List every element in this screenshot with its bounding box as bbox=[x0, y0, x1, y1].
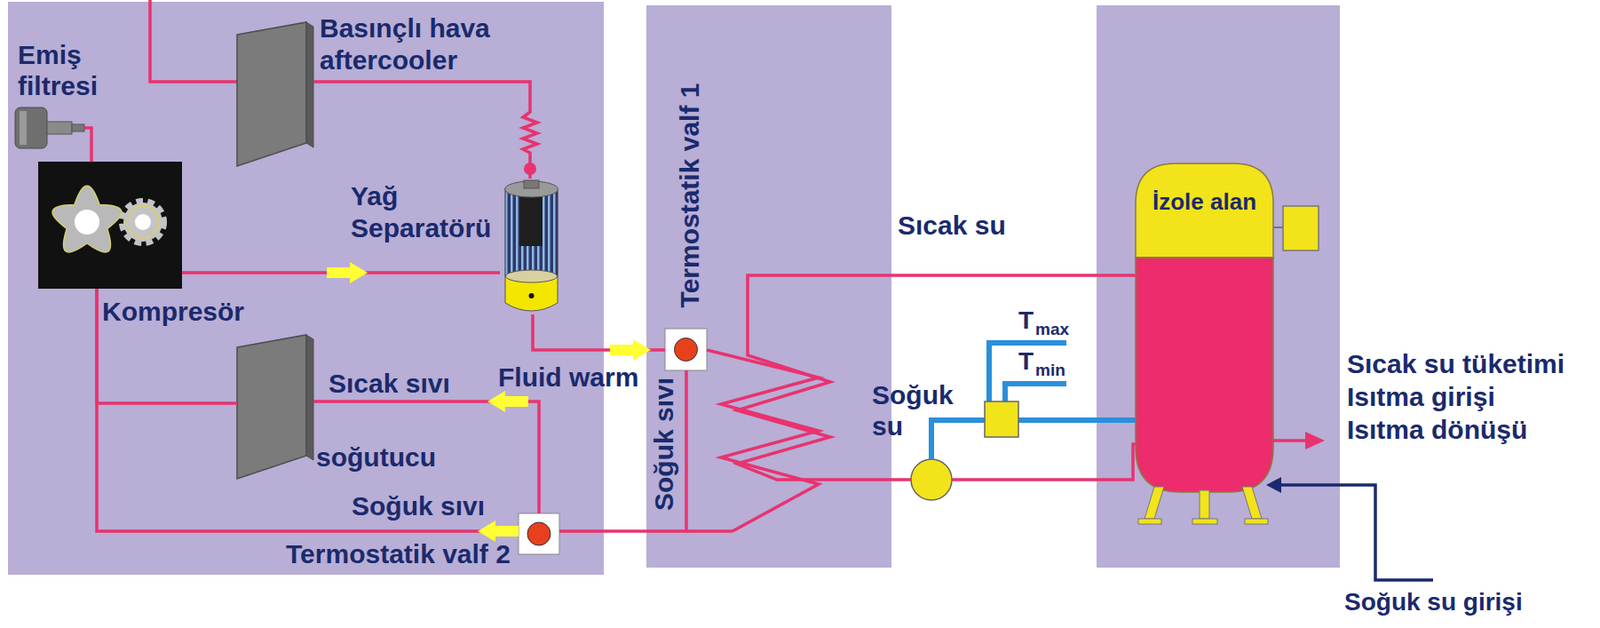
annotation-label: max bbox=[1035, 319, 1070, 341]
component-label: Kompresör bbox=[102, 295, 245, 328]
edge-label: Fluid warm bbox=[498, 361, 639, 394]
component-label: soğutucu bbox=[316, 441, 436, 474]
component-label: Basınçlı hava aftercooler bbox=[319, 12, 511, 77]
flow-arrow bbox=[487, 390, 529, 412]
pipe-connector bbox=[559, 370, 687, 531]
component-label: Yağ Separatörü bbox=[350, 180, 498, 245]
annotation-label: min bbox=[1035, 360, 1066, 381]
filter: Emiş filtresi bbox=[15, 102, 85, 151]
aftercooler: Basınçlı hava aftercooler bbox=[237, 22, 314, 167]
component-label: Termostatik valf 2 bbox=[285, 538, 511, 571]
edge-label: Soğuk sıvı bbox=[650, 377, 678, 511]
flow-arrow bbox=[609, 339, 651, 361]
oil-cooler: soğutucu bbox=[237, 334, 314, 480]
thermostatic-valve: Termostatik valf 1 bbox=[665, 328, 707, 371]
annotation-label: Soğuk su bbox=[871, 380, 961, 442]
annotation-label: Isıtma dönüşü bbox=[1346, 413, 1528, 446]
pipe-connector bbox=[96, 288, 519, 531]
annotation-label: Sıcak su bbox=[897, 209, 1006, 242]
annotation-label: Isıtma girişi bbox=[1346, 380, 1496, 413]
annotation-label: Soğuk su girişi bbox=[1344, 587, 1523, 617]
oil-separator: Yağ Separatörü bbox=[499, 178, 563, 315]
hot-water-tank: İzole alan bbox=[1135, 163, 1274, 492]
annotation-label: T bbox=[1018, 346, 1034, 377]
component-label: Termostatik valf 1 bbox=[676, 83, 704, 309]
compressor: Kompresör bbox=[38, 161, 183, 289]
pipe-connector bbox=[532, 314, 666, 350]
flow-arrow bbox=[326, 261, 368, 284]
annotation-label: Sıcak su tüketimi bbox=[1346, 348, 1565, 381]
edge-label: Soğuk sıvı bbox=[351, 490, 485, 523]
pipe-connector bbox=[313, 81, 538, 179]
thermostatic-valve: Termostatik valf 2 bbox=[518, 513, 560, 555]
annotation-label: T bbox=[1018, 305, 1034, 336]
component-label: İzole alan bbox=[1135, 188, 1274, 216]
flow-arrow bbox=[477, 520, 519, 542]
edge-label: Sıcak sıvı bbox=[328, 367, 451, 400]
pipe-connector bbox=[84, 127, 92, 162]
component-label: Emiş filtresi bbox=[17, 39, 116, 102]
